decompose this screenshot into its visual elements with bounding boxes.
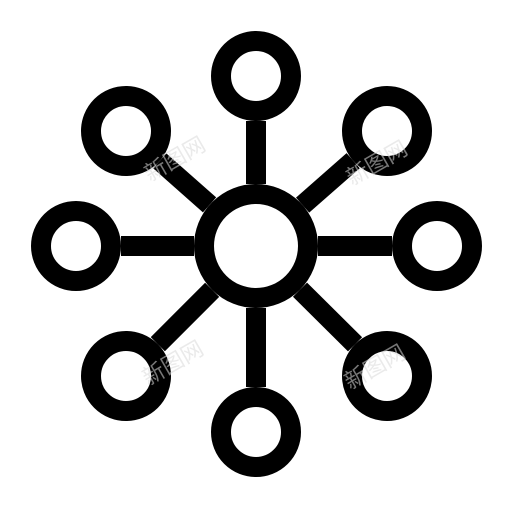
spokes bbox=[121, 121, 392, 387]
hub-node bbox=[194, 184, 318, 308]
node-left bbox=[31, 201, 121, 291]
node-right bbox=[392, 201, 482, 291]
node-top bbox=[211, 31, 301, 121]
node-bottom bbox=[211, 387, 301, 477]
spoke-node-bottom-right bbox=[292, 282, 363, 352]
node-bottom-right bbox=[342, 331, 432, 421]
node-top-right bbox=[342, 86, 432, 176]
spoke-node-top-left bbox=[153, 153, 217, 213]
spoke-node-bottom-left bbox=[150, 282, 220, 352]
node-top-left bbox=[81, 86, 171, 176]
node-bottom-left bbox=[81, 331, 171, 421]
satellite-nodes bbox=[31, 31, 482, 477]
spoke-node-top-right bbox=[295, 153, 360, 213]
